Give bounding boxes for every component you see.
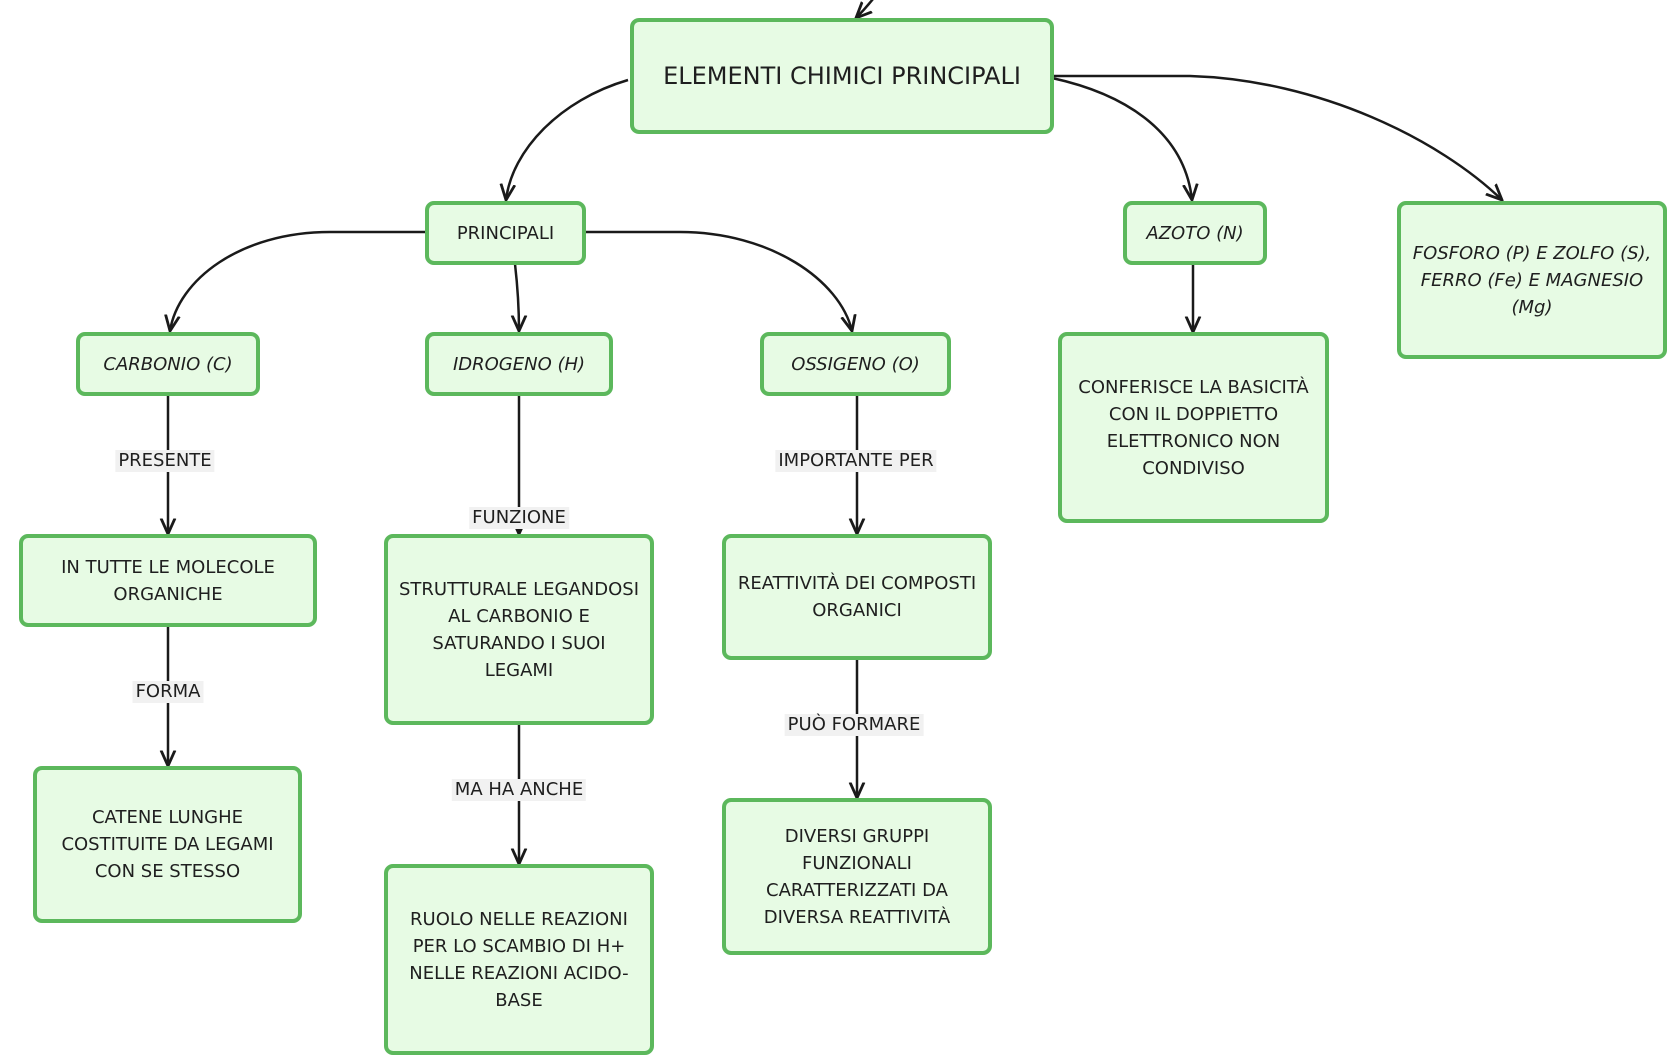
node-idrogeno-2-label: RUOLO NELLE REAZIONI PER LO SCAMBIO DI H… <box>409 908 629 1011</box>
node-carbonio[interactable]: CARBONIO (C) <box>76 332 260 396</box>
node-principali[interactable]: PRINCIPALI <box>425 201 586 265</box>
edge-root-fosforo <box>1052 74 1502 200</box>
node-ossigeno-2[interactable]: DIVERSI GRUPPI FUNZIONALI CARATTERIZZATI… <box>722 798 992 955</box>
edge-principali-carbonio <box>170 230 426 331</box>
edge-root-principali <box>506 78 629 200</box>
node-principali-label: PRINCIPALI <box>456 222 555 244</box>
node-carbonio-label: CARBONIO (C) <box>103 353 233 375</box>
node-carbonio-1-label: IN TUTTE LE MOLECOLE ORGANICHE <box>61 556 275 605</box>
node-idrogeno-label: IDROGENO (H) <box>452 353 586 375</box>
node-ossigeno-2-label: DIVERSI GRUPPI FUNZIONALI CARATTERIZZATI… <box>763 825 951 928</box>
node-idrogeno-1[interactable]: STRUTTURALE LEGANDOSI AL CARBONIO E SATU… <box>384 534 654 725</box>
node-root-label: ELEMENTI CHIMICI PRINCIPALI <box>663 62 1021 90</box>
edge-principali-ossigeno <box>584 230 852 331</box>
node-fosforo-label: FOSFORO (P) E ZOLFO (S), FERRO (Fe) E MA… <box>1412 242 1652 318</box>
node-azoto-desc[interactable]: CONFERISCE LA BASICITÀ CON IL DOPPIETTO … <box>1058 332 1329 523</box>
node-carbonio-2-label: CATENE LUNGHE COSTITUITE DA LEGAMI CON S… <box>61 807 274 882</box>
node-ossigeno-1-label: REATTIVITÀ DEI COMPOSTI ORGANICI <box>737 573 977 621</box>
node-ossigeno[interactable]: OSSIGENO (O) <box>760 332 951 396</box>
node-ossigeno-1[interactable]: REATTIVITÀ DEI COMPOSTI ORGANICI <box>722 534 992 660</box>
node-azoto[interactable]: AZOTO (N) <box>1123 201 1267 265</box>
node-azoto-desc-label: CONFERISCE LA BASICITÀ CON IL DOPPIETTO … <box>1078 376 1309 479</box>
edge-incoming-root <box>856 0 874 18</box>
node-root[interactable]: ELEMENTI CHIMICI PRINCIPALI <box>630 18 1054 134</box>
edge-label-presente: PRESENTE <box>115 450 215 472</box>
edge-principali-idrogeno <box>515 263 519 331</box>
node-azoto-label: AZOTO (N) <box>1146 222 1244 244</box>
node-carbonio-1[interactable]: IN TUTTE LE MOLECOLE ORGANICHE <box>19 534 317 627</box>
node-idrogeno-2[interactable]: RUOLO NELLE REAZIONI PER LO SCAMBIO DI H… <box>384 864 654 1055</box>
edge-root-azoto <box>1051 76 1192 200</box>
node-idrogeno-1-label: STRUTTURALE LEGANDOSI AL CARBONIO E SATU… <box>398 578 640 681</box>
edge-label-importante-per: IMPORTANTE PER <box>775 450 937 472</box>
edge-label-forma: FORMA <box>132 681 204 703</box>
node-fosforo[interactable]: FOSFORO (P) E ZOLFO (S), FERRO (Fe) E MA… <box>1397 201 1667 359</box>
edge-label-funzione: FUNZIONE <box>469 507 569 529</box>
node-ossigeno-label: OSSIGENO (O) <box>791 353 920 375</box>
edge-label-puo-formare: PUÒ FORMARE <box>784 714 924 736</box>
node-idrogeno[interactable]: IDROGENO (H) <box>425 332 613 396</box>
node-carbonio-2[interactable]: CATENE LUNGHE COSTITUITE DA LEGAMI CON S… <box>33 766 302 923</box>
edge-label-ma-ha-anche: MA HA ANCHE <box>451 779 587 801</box>
